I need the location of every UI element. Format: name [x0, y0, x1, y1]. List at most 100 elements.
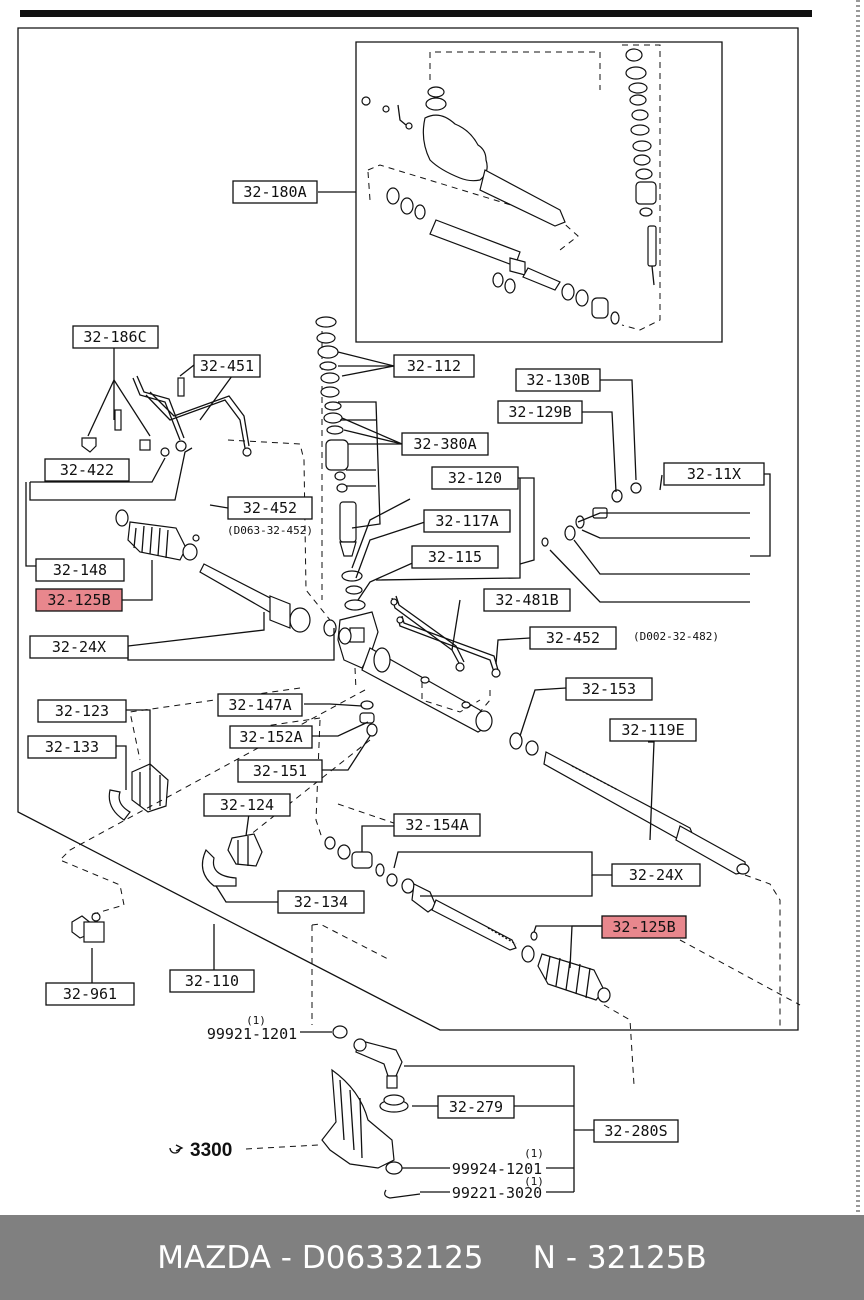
callout-32-186C[interactable]: 32-186C: [72, 325, 159, 349]
svg-text:32-451: 32-451: [200, 357, 254, 375]
right-tie-rod-group: [401, 878, 611, 1003]
callout-32-152A[interactable]: 32-152A: [229, 725, 313, 749]
mount-bushings: [108, 700, 398, 887]
callout-32-422[interactable]: 32-422: [44, 458, 130, 482]
svg-text:32-24X: 32-24X: [52, 638, 106, 656]
oem-part-number: D06332125: [301, 1239, 484, 1276]
rack-housing: [323, 611, 493, 733]
svg-text:32-147A: 32-147A: [228, 696, 291, 714]
svg-text:32-115: 32-115: [428, 548, 482, 566]
callout-32-120[interactable]: 32-120: [431, 466, 519, 490]
top-border-bar: [20, 10, 812, 17]
svg-text:(1): (1): [524, 1175, 544, 1188]
assembly-outline: [17, 27, 799, 1031]
callout-32-119E[interactable]: 32-119E: [609, 718, 697, 742]
right-rack-group: [509, 482, 750, 875]
callout-32-151[interactable]: 32-151: [237, 759, 323, 783]
callout-99221-3020[interactable]: (1)99221-3020: [452, 1175, 544, 1202]
callout-99924-1201[interactable]: (1)99924-1201: [452, 1147, 544, 1178]
callout-32-180A[interactable]: 32-180A: [232, 180, 318, 204]
callout-32-134[interactable]: 32-134: [277, 890, 365, 914]
svg-text:32-24X: 32-24X: [629, 866, 683, 884]
svg-text:32-125B: 32-125B: [47, 591, 110, 609]
callout-32-129B[interactable]: 32-129B: [497, 400, 583, 424]
svg-text:32-133: 32-133: [45, 738, 99, 756]
callout-32-451[interactable]: 32-451: [193, 354, 261, 378]
svg-text:32-152A: 32-152A: [239, 728, 302, 746]
svg-text:32-148: 32-148: [53, 561, 107, 579]
svg-text:32-452: 32-452: [546, 629, 600, 647]
callout-32-125B-left[interactable]: 32-125B: [35, 588, 123, 612]
svg-text:32-154A: 32-154A: [405, 816, 468, 834]
callout-32-452-upper[interactable]: 32-452 (D063-32-452): [227, 496, 313, 537]
dashed-leaders: [59, 439, 801, 1150]
svg-text:32-130B: 32-130B: [526, 371, 589, 389]
svg-text:99221-3020: 99221-3020: [452, 1184, 542, 1202]
callout-32-280S[interactable]: 32-280S: [593, 1119, 679, 1143]
svg-text:32-110: 32-110: [185, 972, 239, 990]
brand-name: MAZDA: [157, 1239, 271, 1276]
callout-32-153[interactable]: 32-153: [565, 677, 653, 701]
callout-32-115[interactable]: 32-115: [411, 545, 499, 569]
svg-text:32-186C: 32-186C: [83, 328, 146, 346]
callout-32-24X-right[interactable]: 32-24X: [611, 863, 701, 887]
callout-32-110[interactable]: 32-110: [169, 969, 255, 993]
svg-text:32-119E: 32-119E: [621, 721, 684, 739]
callout-labels: 32-180A 32-186C 32-451 32-112 32-130B 32…: [27, 180, 765, 1202]
svg-text:32-117A: 32-117A: [435, 512, 498, 530]
svg-text:32-112: 32-112: [407, 357, 461, 375]
svg-text:(D063-32-452): (D063-32-452): [227, 524, 313, 537]
bracket-bolt: [71, 912, 105, 943]
callout-32-112[interactable]: 32-112: [393, 354, 475, 378]
left-tie-rod-group: [115, 509, 311, 633]
callout-32-147A[interactable]: 32-147A: [217, 693, 303, 717]
svg-text:(D002-32-482): (D002-32-482): [633, 630, 719, 643]
callout-32-124[interactable]: 32-124: [203, 793, 291, 817]
steering-gear-diagram: 32-180A 32-186C 32-451 32-112 32-130B 32…: [17, 0, 860, 1215]
svg-text:32-279: 32-279: [449, 1098, 503, 1116]
svg-text:32-129B: 32-129B: [508, 403, 571, 421]
svg-text:32-481B: 32-481B: [495, 591, 558, 609]
reference-code: N - 32125B: [532, 1239, 707, 1276]
callout-32-123[interactable]: 32-123: [37, 699, 127, 723]
svg-text:32-180A: 32-180A: [243, 183, 306, 201]
svg-text:32-280S: 32-280S: [604, 1122, 667, 1140]
callout-32-148[interactable]: 32-148: [35, 558, 125, 582]
svg-text:32-153: 32-153: [582, 680, 636, 698]
callout-32-380A[interactable]: 32-380A: [401, 432, 489, 456]
callout-32-133[interactable]: 32-133: [27, 735, 117, 759]
callout-32-125B-right[interactable]: 32-125B: [601, 915, 687, 939]
callout-32-24X-left[interactable]: 32-24X: [29, 635, 129, 659]
svg-text:32-125B: 32-125B: [612, 918, 675, 936]
svg-text:32-961: 32-961: [63, 985, 117, 1003]
callout-32-279[interactable]: 32-279: [437, 1095, 515, 1119]
svg-text:99921-1201: 99921-1201: [207, 1025, 297, 1043]
svg-text:99924-1201: 99924-1201: [452, 1160, 542, 1178]
callout-32-452-lower[interactable]: 32-452 (D002-32-482): [529, 626, 719, 650]
svg-text:3300: 3300: [190, 1140, 232, 1161]
inset-parts: [361, 44, 661, 331]
svg-text:32-123: 32-123: [55, 702, 109, 720]
leader-lines: [25, 191, 771, 1193]
callout-32-11X[interactable]: 32-11X: [663, 462, 765, 486]
callout-32-154A[interactable]: 32-154A: [393, 813, 481, 837]
callout-32-481B[interactable]: 32-481B: [483, 588, 571, 612]
svg-text:32-124: 32-124: [220, 796, 274, 814]
inset-box: [355, 41, 723, 343]
svg-text:32-11X: 32-11X: [687, 465, 741, 483]
part-number-footer: MAZDA - D06332125 N - 32125B: [0, 1215, 864, 1300]
callout-32-961[interactable]: 32-961: [45, 982, 135, 1006]
callout-32-117A[interactable]: 32-117A: [423, 509, 511, 533]
svg-text:(1): (1): [246, 1014, 266, 1027]
callout-3300[interactable]: 3300: [190, 1140, 232, 1161]
callout-99921-1201[interactable]: (1)99921-1201: [207, 1014, 297, 1043]
svg-text:32-422: 32-422: [60, 461, 114, 479]
footer-separator: -: [270, 1239, 302, 1276]
callout-32-130B[interactable]: 32-130B: [515, 368, 601, 392]
valve-stack: [315, 316, 366, 611]
svg-text:(1): (1): [524, 1147, 544, 1160]
svg-text:32-134: 32-134: [294, 893, 348, 911]
svg-text:32-380A: 32-380A: [413, 435, 476, 453]
svg-text:32-120: 32-120: [448, 469, 502, 487]
svg-text:32-452: 32-452: [243, 499, 297, 517]
